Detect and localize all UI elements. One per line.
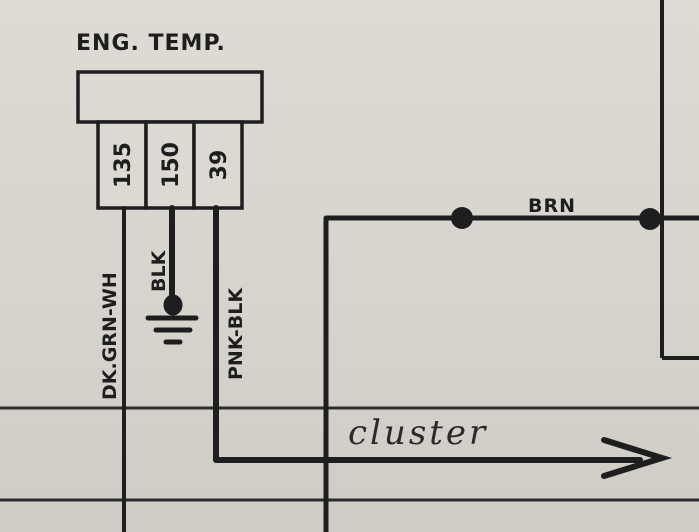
component-title: ENG. TEMP. [76,31,226,56]
arrow-right-icon [601,437,673,479]
wire-label-top: BRN [528,195,576,217]
handwritten-annotation: cluster [348,413,488,453]
wire-pnk-blk [213,205,643,463]
pin-cell-150 [144,120,196,210]
junction-dot [451,207,473,229]
wire-label-ground: BLK [148,249,170,292]
pin-number: 135 [111,142,136,188]
wire-label-right: PNK-BLK [225,287,247,380]
wire-brn [323,215,699,532]
ground-node [163,294,183,316]
pin-number: 150 [159,142,184,188]
connector-housing [76,70,264,124]
right-bus [660,0,699,360]
wire-label-left: DK.GRN-WH [99,272,121,400]
pin-number: 39 [207,150,232,181]
wires [122,205,699,532]
grid-lines [0,406,699,502]
junction-dot [639,208,661,230]
ground-icon [145,294,199,345]
